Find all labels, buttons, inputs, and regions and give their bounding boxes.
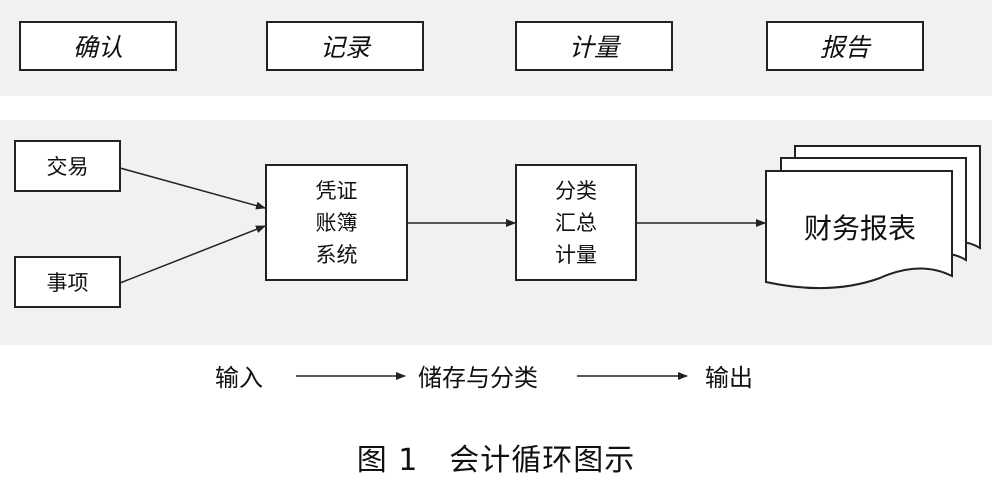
stage-record: 记录 [266, 21, 424, 71]
financial-report-label: 财务报表 [803, 212, 916, 245]
stage-report: 报告 [766, 21, 924, 71]
classify-line-3: 计量 [555, 242, 597, 267]
voucher-line-3: 系统 [315, 242, 358, 267]
arrow-event-to-voucher [119, 225, 266, 284]
figure-caption: 图 1 会计循环图示 [356, 443, 636, 478]
stage-confirm: 确认 [19, 21, 177, 71]
report-stack-icon [765, 145, 981, 290]
voucher-line-2: 账簿 [315, 210, 358, 235]
flow-output: 输出 [705, 364, 753, 392]
classify-line-2: 汇总 [555, 210, 597, 235]
stage-measure: 计量 [515, 21, 673, 71]
classify-line-1: 分类 [555, 178, 597, 203]
voucher-line-1: 凭证 [315, 178, 358, 203]
flow-input: 输入 [215, 364, 263, 392]
input-event: 事项 [14, 256, 121, 308]
voucher-ledger-box: 凭证 账簿 系统 [265, 164, 408, 281]
arrow-transaction-to-voucher [119, 167, 266, 210]
input-transaction: 交易 [14, 140, 121, 192]
flow-store: 储存与分类 [418, 364, 538, 392]
classify-summary-box: 分类 汇总 计量 [515, 164, 637, 281]
